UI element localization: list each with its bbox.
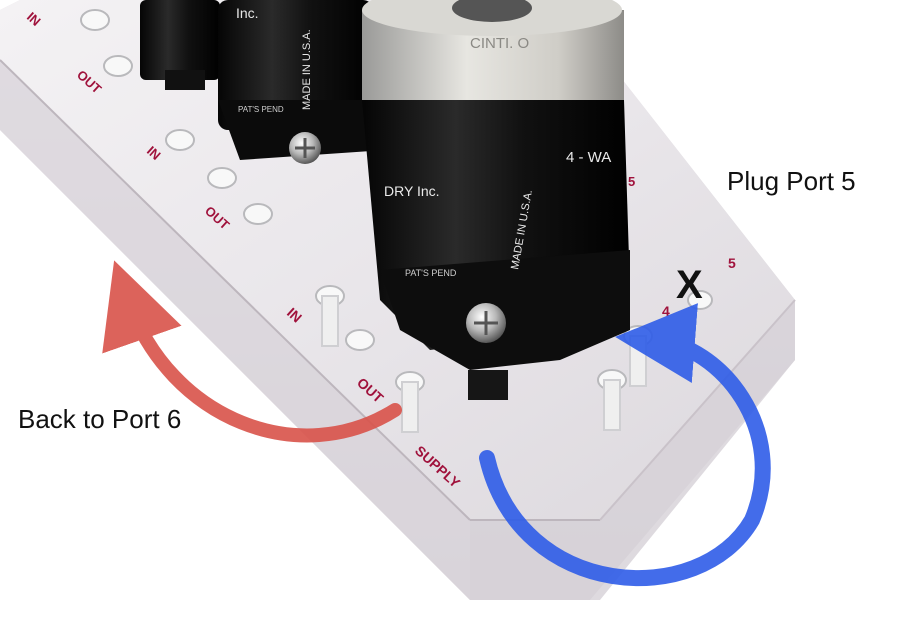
front-valve-type: 4 - WA (566, 149, 611, 166)
red-return-arrow (102, 260, 402, 443)
middle-solenoid-valve: Inc. MADE IN U.S.A. PAT'S PEND (218, 0, 385, 164)
port-label-5-near: 5 (628, 174, 635, 189)
back-to-port-label: Back to Port 6 (18, 404, 182, 434)
port-label-4: 4 (662, 303, 670, 319)
valve-cap-text: CINTI. O (470, 35, 529, 52)
middle-valve-pat: PAT'S PEND (238, 105, 284, 114)
middle-valve-made-in: MADE IN U.S.A. (301, 29, 313, 110)
plug-port-label: Plug Port 5 (727, 166, 856, 196)
blue-flow-arrow (479, 303, 771, 587)
front-valve-pat: PAT'S PEND (405, 268, 457, 278)
front-valve-company: DRY Inc. (384, 183, 440, 199)
front-solenoid-valve: CINTI. O 4 - WA DRY Inc. MADE IN U.S.A. … (362, 0, 630, 400)
port-label-5: 5 (728, 255, 736, 271)
plug-x-mark: X (676, 263, 703, 307)
back-solenoid-valve (140, 0, 220, 90)
manifold-ports (80, 9, 713, 433)
middle-valve-company: Inc. (236, 5, 259, 21)
